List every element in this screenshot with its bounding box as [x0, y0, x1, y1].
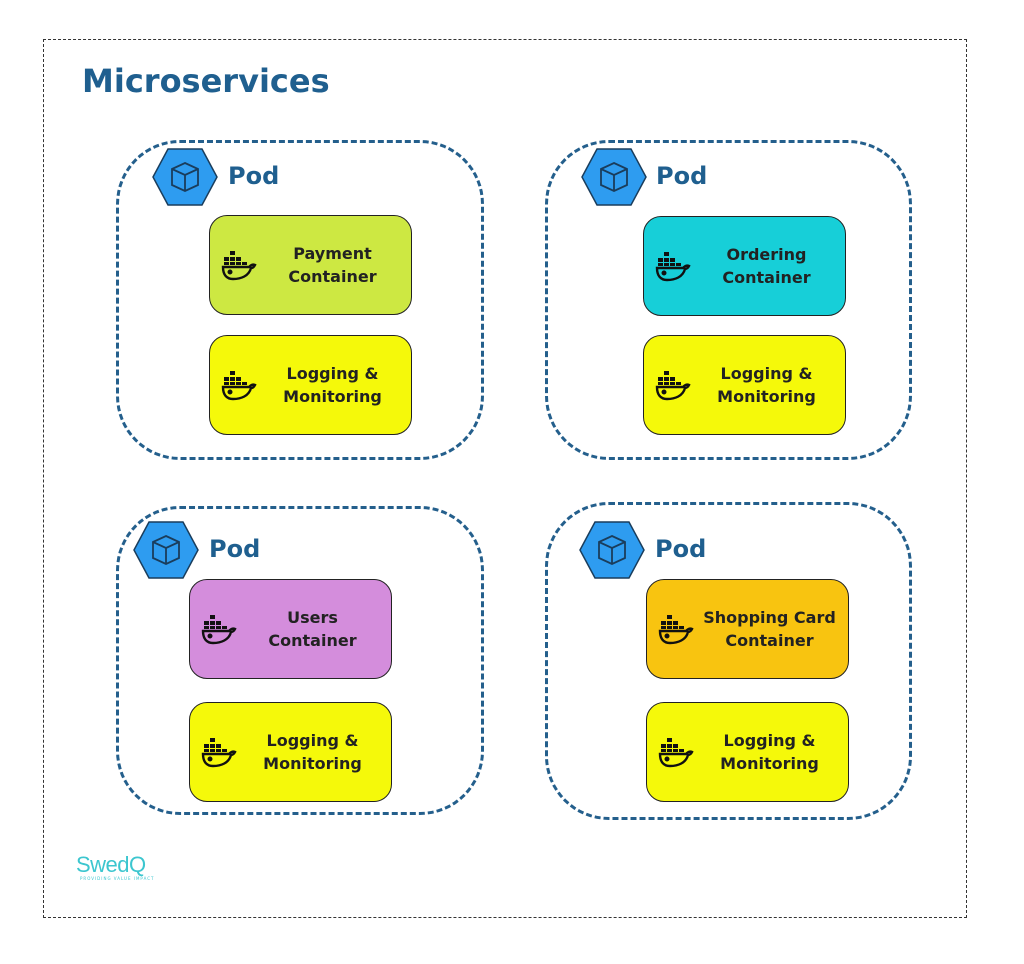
container-label-line: Container	[268, 631, 357, 650]
pod-label: Pod	[655, 535, 707, 563]
container-label: Logging & Monitoring	[240, 729, 385, 775]
container-label-line: Container	[725, 631, 814, 650]
container-label-line: Container	[288, 267, 377, 286]
container-label-line: Monitoring	[283, 387, 382, 406]
microservices-frame	[43, 39, 967, 918]
container-label-line: Ordering	[726, 245, 807, 264]
container-box: Logging & Monitoring	[189, 702, 392, 802]
container-box: Logging & Monitoring	[646, 702, 849, 802]
diagram-title: Microservices	[82, 62, 330, 100]
pod-group	[545, 140, 912, 460]
container-box: Logging & Monitoring	[209, 335, 412, 435]
container-label: Logging & Monitoring	[694, 362, 839, 408]
pod-group	[116, 140, 484, 460]
container-label-line: Shopping Card	[703, 608, 836, 627]
pod-group	[116, 506, 484, 815]
container-label-line: Logging &	[266, 731, 359, 750]
container-label-line: Container	[722, 268, 811, 287]
container-box: Logging & Monitoring	[643, 335, 846, 435]
pod-group	[545, 502, 912, 820]
container-label-line: Payment	[293, 244, 372, 263]
logo-tagline: PROVIDING VALUE IMPACT	[80, 876, 155, 881]
pod-cube-icon	[152, 148, 218, 206]
container-label-line: Users	[287, 608, 338, 627]
container-label-line: Logging &	[723, 731, 816, 750]
container-label-line: Logging &	[720, 364, 813, 383]
pod-label: Pod	[209, 535, 261, 563]
container-label: Logging & Monitoring	[697, 729, 842, 775]
pod-cube-icon	[581, 148, 647, 206]
container-label-line: Monitoring	[263, 754, 362, 773]
swedq-logo: SwedQ PROVIDING VALUE IMPACT	[76, 852, 154, 881]
container-label-line: Monitoring	[717, 387, 816, 406]
pod-label: Pod	[656, 162, 708, 190]
container-label-line: Logging &	[286, 364, 379, 383]
pod-cube-icon	[133, 521, 199, 579]
pod-label: Pod	[228, 162, 280, 190]
logo-name: SwedQ	[76, 852, 146, 877]
pod-cube-icon	[579, 521, 645, 579]
container-label: Logging & Monitoring	[260, 362, 405, 408]
container-label-line: Monitoring	[720, 754, 819, 773]
